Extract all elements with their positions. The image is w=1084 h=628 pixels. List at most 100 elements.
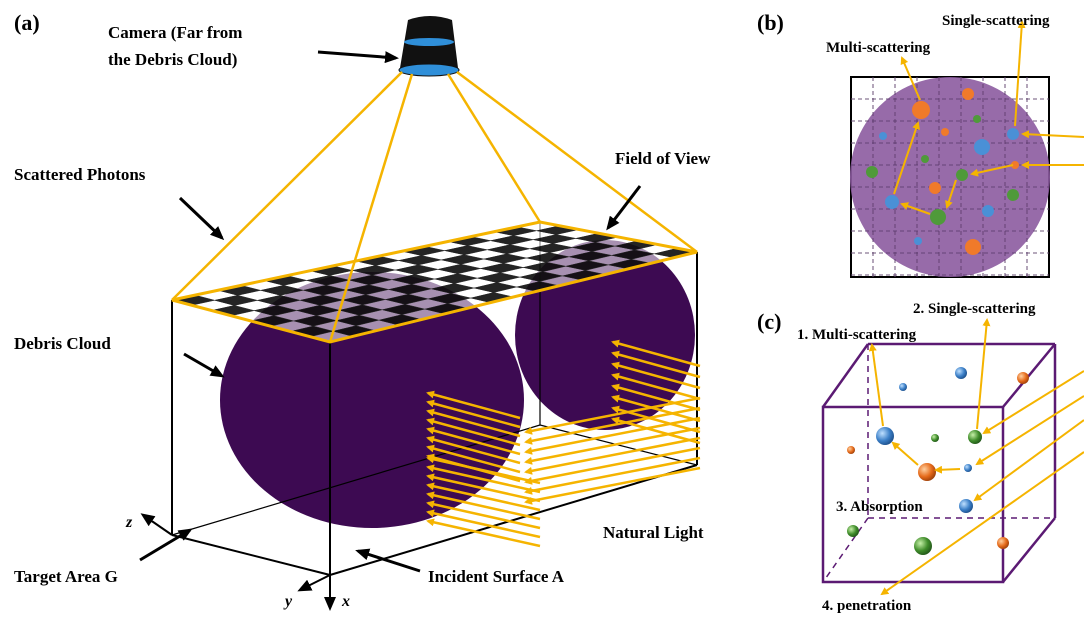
natural-light-ray xyxy=(426,444,521,474)
natural-light-ray xyxy=(524,406,701,445)
axes xyxy=(140,513,336,611)
natural-light-ray xyxy=(611,394,701,423)
panel-c-single-scattering-label: 2. Single-scattering xyxy=(913,301,1036,317)
natural-light-ray xyxy=(524,396,701,435)
natural-light-ray xyxy=(611,339,701,368)
natural-light-ray xyxy=(426,455,541,485)
scattered-photons-label: Scattered Photons xyxy=(14,165,146,184)
debris-cloud xyxy=(220,240,695,528)
natural-light-ray xyxy=(426,390,521,420)
particle-blue xyxy=(964,464,972,472)
particle-orange xyxy=(997,537,1009,549)
natural-light-ray xyxy=(426,426,521,456)
particle-green xyxy=(968,430,982,444)
natural-light-ray xyxy=(524,426,701,465)
particle-blue xyxy=(959,499,973,513)
panel-b-cloud xyxy=(850,77,1050,277)
particle-green xyxy=(847,525,859,537)
panel-b: (b) xyxy=(757,10,1084,278)
particle-blue xyxy=(914,237,922,245)
particle-blue xyxy=(885,195,899,209)
natural-light-ray xyxy=(426,500,541,530)
panel-b-rays xyxy=(893,20,1084,215)
natural-light-ray xyxy=(524,466,701,505)
natural-light-ray xyxy=(426,408,521,438)
panel-c-cube xyxy=(821,342,1057,584)
camera-label-line2: the Debris Cloud) xyxy=(108,50,237,69)
natural-light-ray xyxy=(611,350,701,379)
panel-b-single-scattering-label: Single-scattering xyxy=(942,13,1050,29)
debris-cloud-label: Debris Cloud xyxy=(14,334,111,353)
particle-blue xyxy=(899,383,907,391)
natural-light-ray xyxy=(611,383,701,412)
axis-x-label: x xyxy=(341,593,350,610)
natural-light-ray xyxy=(426,473,541,503)
particle-green xyxy=(931,434,939,442)
particle-orange xyxy=(847,446,855,454)
particle-green xyxy=(956,169,968,181)
debris-cloud-front-blob xyxy=(220,272,524,528)
particle-blue xyxy=(876,427,894,445)
axis-y-line xyxy=(297,574,331,592)
camera-label-line1: Camera (Far from xyxy=(108,23,242,42)
panel-c-rays xyxy=(868,318,1084,596)
particle-orange xyxy=(1017,372,1029,384)
particle-orange xyxy=(965,239,981,255)
particle-orange xyxy=(912,101,930,119)
natural-light-ray xyxy=(426,482,541,512)
natural-light-ray xyxy=(426,399,521,429)
particle-green xyxy=(921,155,929,163)
panel-a: (a) xyxy=(14,10,711,611)
panel-a-label: (a) xyxy=(14,10,40,35)
particle-blue xyxy=(974,139,990,155)
natural-light-ray xyxy=(426,509,541,539)
natural-light-ray xyxy=(524,456,701,495)
particle-orange xyxy=(1011,161,1019,169)
natural-light-label: Natural Light xyxy=(603,523,704,542)
field-of-view-grid xyxy=(171,221,698,343)
particle-green xyxy=(866,166,878,178)
panel-c-penetration-label: 4. penetration xyxy=(822,598,912,614)
incident-surface-label: Incident Surface A xyxy=(428,567,565,586)
debris-cloud-back-blob xyxy=(515,240,695,430)
natural-light-ray xyxy=(426,417,521,447)
particle-orange xyxy=(929,182,941,194)
natural-light-ray xyxy=(426,464,541,494)
natural-light-ray xyxy=(524,416,701,455)
panel-c: (c) xyxy=(757,301,1084,614)
natural-light-ray xyxy=(524,436,701,475)
panel-c-label: (c) xyxy=(757,309,781,334)
natural-light-ray xyxy=(426,435,521,465)
panel-b-label: (b) xyxy=(757,10,784,35)
particle-orange xyxy=(918,463,936,481)
axis-z-line xyxy=(140,513,173,536)
natural-light-ray xyxy=(611,361,701,390)
panel-c-multi-scattering-label: 1. Multi-scattering xyxy=(797,327,917,343)
panel-c-particles xyxy=(847,367,1029,555)
axis-z-label: z xyxy=(125,514,133,531)
particle-green xyxy=(930,209,946,225)
axis-y-label: y xyxy=(283,593,293,610)
particle-green xyxy=(1007,189,1019,201)
panel-b-particles xyxy=(866,88,1019,255)
particle-blue xyxy=(982,205,994,217)
natural-light-ray xyxy=(426,518,541,548)
natural-light-rays xyxy=(426,339,701,548)
natural-light-ray xyxy=(426,491,541,521)
natural-light-ray xyxy=(524,446,701,485)
particle-orange xyxy=(962,88,974,100)
particle-blue xyxy=(879,132,887,140)
particle-green xyxy=(914,537,932,555)
camera-view-lines xyxy=(171,71,698,343)
particle-green xyxy=(973,115,981,123)
panel-b-multi-scattering-label: Multi-scattering xyxy=(826,40,931,56)
panel-c-absorption-label: 3. Absorption xyxy=(836,499,923,515)
particle-orange xyxy=(941,128,949,136)
field-of-view-label: Field of View xyxy=(615,149,711,168)
particle-blue xyxy=(1007,128,1019,140)
callout-arrows xyxy=(139,50,642,573)
target-area-label: Target Area G xyxy=(14,567,118,586)
natural-light-ray xyxy=(611,372,701,401)
particle-blue xyxy=(955,367,967,379)
